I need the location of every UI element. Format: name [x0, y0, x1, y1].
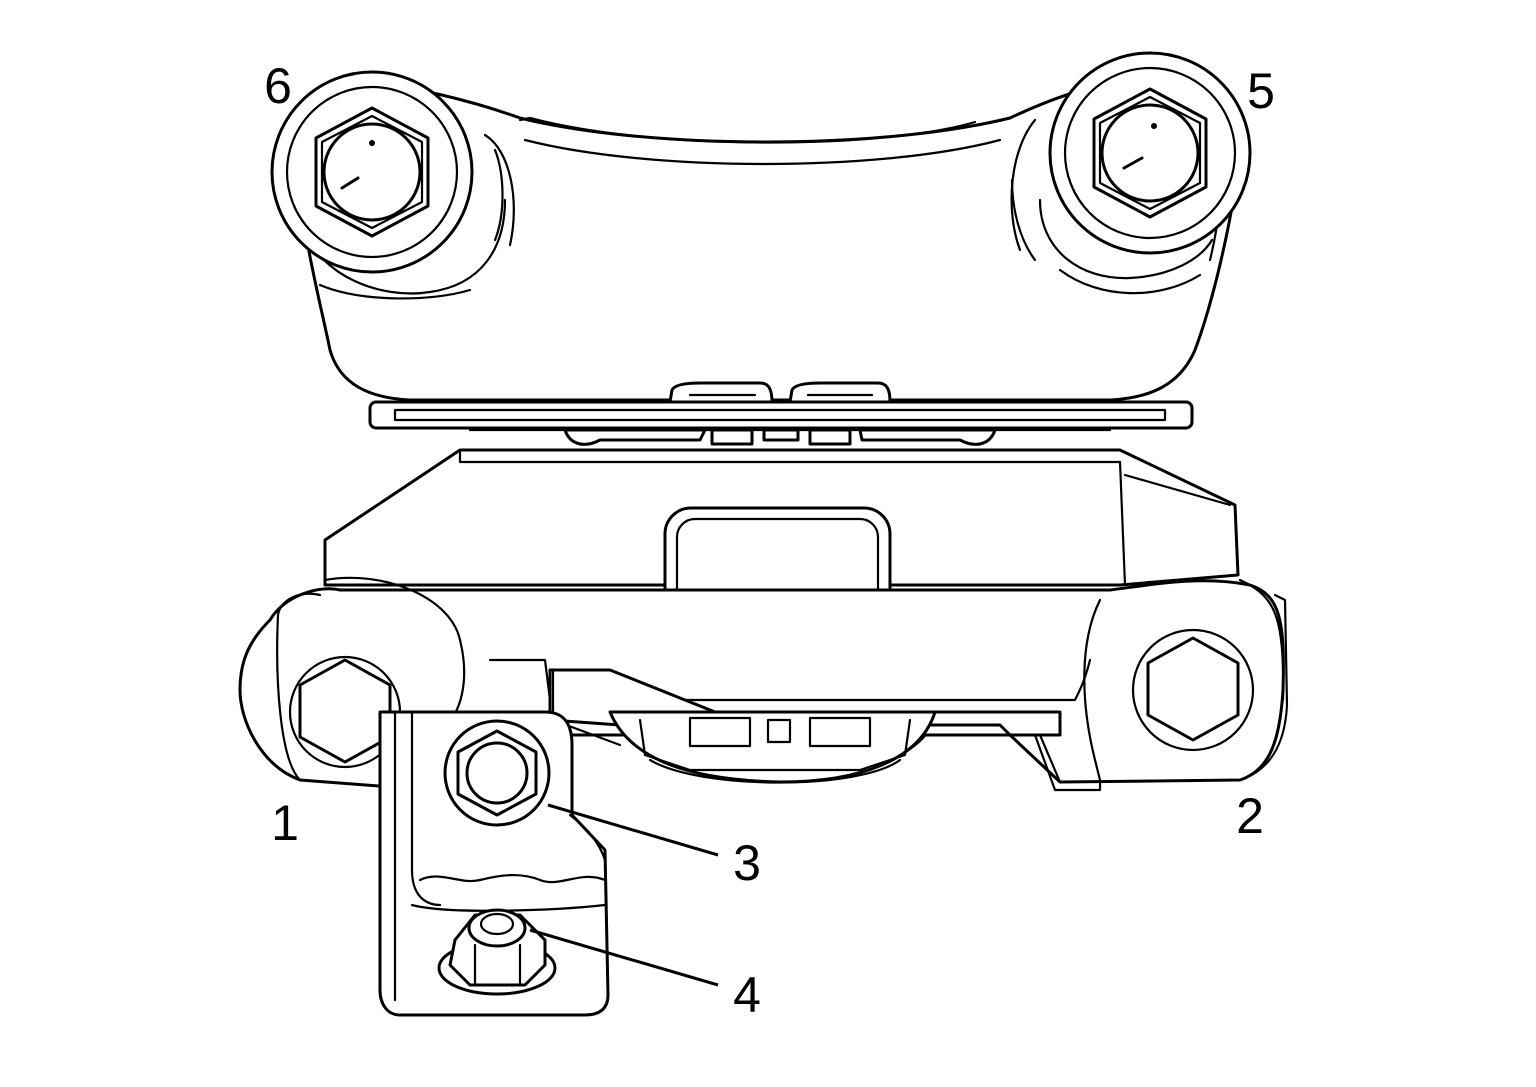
callout-6: 6	[264, 58, 292, 114]
callout-4: 4	[733, 967, 761, 1023]
bolt-5	[1048, 51, 1252, 255]
leader-4	[529, 928, 719, 987]
bolt-2	[1131, 628, 1255, 752]
callout-1: 1	[271, 795, 299, 851]
bolt-1	[288, 655, 402, 769]
bolt-3	[443, 719, 551, 827]
bolt-6	[270, 70, 474, 274]
callout-3: 3	[733, 835, 761, 891]
leader-3	[547, 803, 719, 857]
callout-2: 2	[1236, 788, 1264, 844]
callout-5: 5	[1247, 63, 1275, 119]
lower-mount-body	[238, 428, 1289, 792]
upper-bracket	[293, 74, 1243, 430]
nut-4	[437, 908, 557, 996]
